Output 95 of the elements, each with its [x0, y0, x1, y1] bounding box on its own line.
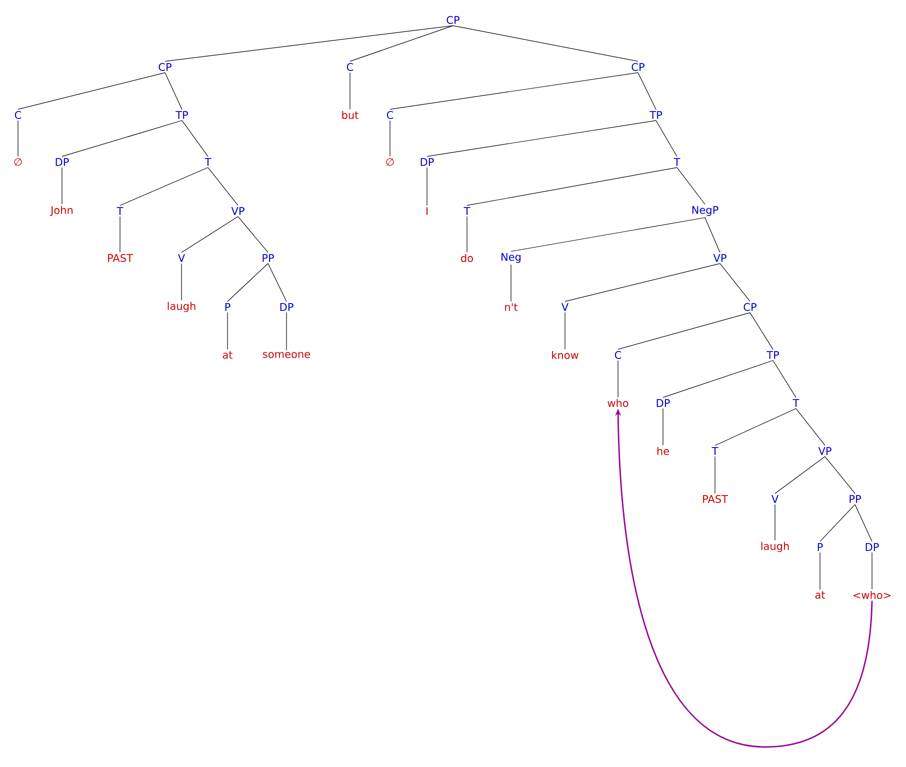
branch-line [181, 263, 182, 301]
branch-line [182, 120, 208, 157]
branch-line [774, 456, 826, 494]
branch-line [772, 360, 796, 398]
branch-line [62, 120, 182, 157]
word-label: do [461, 254, 473, 262]
category-label: TP [650, 111, 662, 119]
word-label: ∅ [14, 158, 22, 166]
word-label: someone [263, 352, 310, 358]
category-label: P [225, 303, 230, 311]
branch-line [750, 312, 774, 350]
category-label: V [562, 303, 568, 311]
branch-line [426, 167, 428, 206]
category-label: CP [632, 63, 644, 71]
branch-line [820, 504, 856, 542]
category-label: T [116, 207, 124, 215]
branch-line [662, 408, 664, 446]
branch-line [208, 167, 238, 206]
branch-line [714, 408, 796, 446]
category-label: TP [766, 351, 780, 359]
word-label: John [50, 206, 73, 216]
category-label: V [178, 254, 185, 262]
branch-line [618, 312, 750, 350]
word-label: laugh [761, 542, 789, 552]
word-label: at [815, 591, 826, 599]
category-label: CP [446, 16, 460, 24]
branch-line [714, 456, 716, 494]
category-label: C [14, 111, 22, 119]
category-label: P [818, 543, 823, 551]
category-label: DP [420, 158, 434, 166]
category-label: T [204, 158, 212, 166]
branch-line [656, 120, 678, 157]
word-label: who [608, 398, 628, 408]
branch-line [227, 263, 268, 302]
category-label: T [464, 207, 470, 215]
branch-line [268, 263, 287, 302]
category-label: VP [231, 207, 244, 215]
word-label: PAST [108, 254, 133, 262]
branch-line [181, 216, 238, 253]
word-label: he [657, 446, 669, 456]
category-label: V [772, 495, 778, 503]
category-label: PP [850, 495, 861, 503]
category-label: Neg [502, 253, 521, 263]
branch-line [854, 504, 872, 542]
branch-line [824, 456, 856, 494]
category-label: VP [818, 447, 832, 455]
word-label: but [342, 110, 358, 120]
branch-line [796, 408, 826, 446]
branch-line [350, 25, 454, 62]
category-label: T [674, 158, 680, 166]
word-label: at [222, 351, 233, 359]
branch-line [510, 264, 512, 302]
category-label: C [386, 111, 394, 119]
word-label: know [552, 350, 578, 360]
branch-line [704, 217, 720, 253]
word-label: <who> [853, 590, 891, 600]
branch-line [18, 72, 166, 110]
category-label: DP [280, 303, 294, 311]
branch-line [466, 167, 678, 206]
category-label: VP [713, 254, 726, 262]
category-label: C [614, 351, 622, 359]
branch-line [720, 263, 750, 302]
category-label: TP [176, 111, 188, 119]
branch-line [564, 263, 720, 302]
word-label: I [426, 207, 428, 215]
word-label: PAST [703, 495, 728, 503]
branch-line [510, 217, 706, 252]
word-label: n't [505, 303, 518, 311]
category-label: DP [866, 543, 879, 551]
branch-line [564, 312, 566, 350]
branch-line [120, 167, 208, 206]
word-label: laugh [168, 302, 196, 312]
category-label: DP [656, 399, 670, 407]
branch-line [164, 25, 454, 62]
category-label: C [346, 63, 354, 71]
branch-line [638, 72, 656, 110]
branch-line [662, 360, 774, 398]
branch-line [426, 120, 656, 157]
category-label: T [792, 399, 800, 407]
category-label: NegP [692, 206, 718, 216]
category-label: PP [262, 254, 274, 262]
branch-line [466, 216, 468, 253]
branch-line [227, 312, 228, 350]
word-label: ∅ [386, 158, 394, 166]
branch-line [238, 216, 268, 253]
branch-line [774, 504, 776, 541]
category-label: T [712, 447, 718, 455]
branch-line [452, 25, 638, 62]
category-label: DP [56, 158, 69, 166]
category-label: CP [744, 303, 756, 311]
branch-line [286, 312, 287, 351]
category-label: CP [158, 63, 172, 71]
branch-line [164, 72, 182, 110]
branch-line [676, 167, 706, 205]
branch-line [390, 72, 638, 110]
